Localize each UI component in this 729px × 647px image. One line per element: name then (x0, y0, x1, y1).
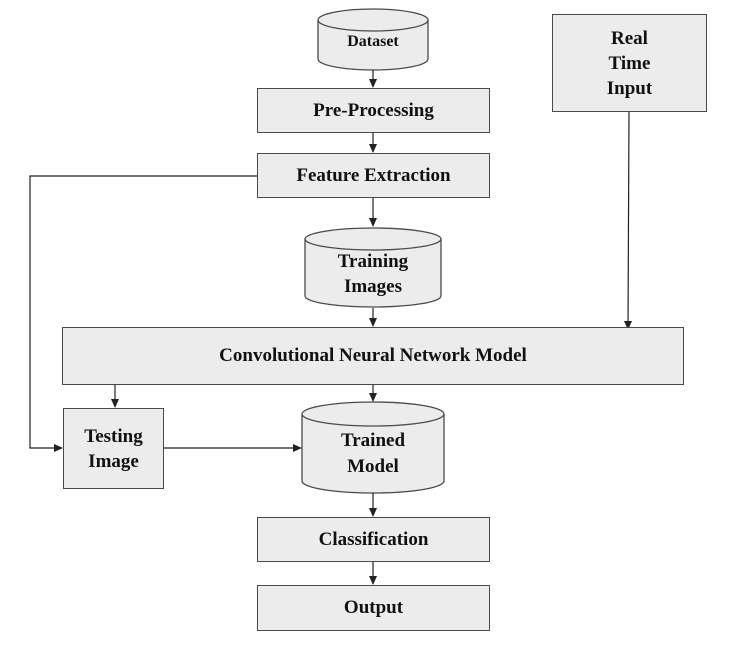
dataset-label: Dataset (347, 33, 399, 50)
pre-processing-box: Pre-Processing (257, 88, 490, 133)
trained-model-label: Trained Model (340, 430, 406, 477)
real-time-input-box: Real Time Input (552, 14, 707, 112)
feature-extraction-box: Feature Extraction (257, 153, 490, 198)
dataset-cylinder (317, 8, 429, 71)
testing-image-box: Testing Image (63, 408, 164, 489)
output-box: Output (257, 585, 490, 631)
classification-box: Classification (257, 517, 490, 562)
training-images-label: Training Images (337, 251, 409, 297)
arrow-feature-extraction-to-testing-image (29, 175, 257, 452)
training-images-cylinder (304, 227, 442, 308)
cnn-model-box: Convolutional Neural Network Model (62, 327, 684, 385)
arrow-real-time-input-to-cnn (624, 111, 633, 330)
